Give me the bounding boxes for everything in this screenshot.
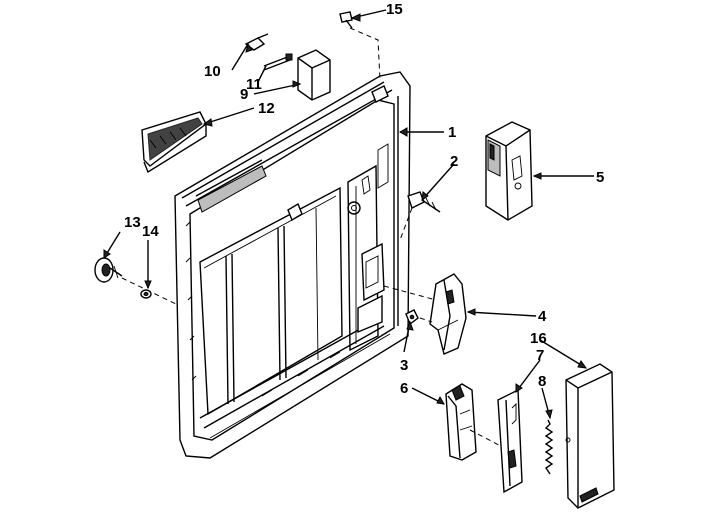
nut-part: [405, 309, 419, 326]
callout-14: 14: [142, 223, 159, 240]
callout-12: 12: [258, 100, 275, 117]
lever-part: [497, 388, 523, 494]
callout-2: 2: [450, 153, 458, 170]
callout-8: 8: [538, 373, 546, 390]
callout-3: 3: [400, 357, 408, 374]
callout-10: 10: [204, 63, 221, 80]
door-panel: [174, 71, 411, 459]
callout-16: 16: [530, 330, 547, 347]
callout-7: 7: [536, 347, 544, 364]
mounting-screw-part: [407, 191, 441, 213]
hinge-pin-part: [263, 53, 293, 71]
washer-part: [140, 289, 152, 299]
callout-15: 15: [386, 1, 403, 18]
callout-1: 1: [448, 124, 456, 141]
arrowheads: [103, 13, 588, 420]
latch-plate-part: [419, 273, 467, 355]
knob-part: [94, 257, 123, 283]
spring-part: [544, 419, 554, 475]
callout-9: 9: [240, 86, 248, 103]
handle-bracket-part: [141, 111, 207, 174]
side-cover-part: [565, 363, 615, 509]
actuator-part: [445, 383, 477, 461]
callout-6: 6: [400, 380, 408, 397]
screw-part: [339, 11, 353, 29]
latch-assembly-part: [485, 121, 533, 221]
callout-11: 11: [246, 76, 262, 93]
callout-5: 5: [596, 169, 604, 186]
callout-13: 13: [124, 214, 141, 231]
callout-4: 4: [538, 308, 547, 325]
vent-cover-part: [297, 49, 331, 101]
